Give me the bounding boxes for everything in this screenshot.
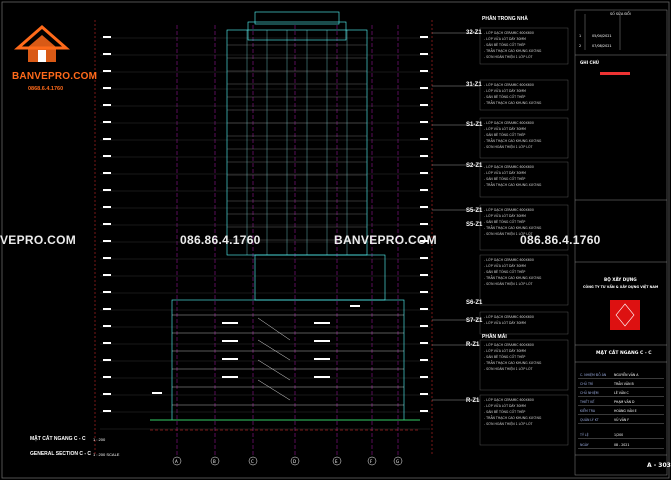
note-row: - SƠN HOÀN THIỆN 1 LỚP LÓT <box>484 367 533 371</box>
revision-no: 2 <box>579 44 582 48</box>
grid-label-g: G <box>396 459 400 464</box>
revision-no: 1 <box>579 34 582 38</box>
note-row: - SƠN HOÀN THIỆN 1 LỚP LÓT <box>484 55 533 59</box>
note-row: - LỚP GẠCH CERAMIC 600X600 <box>484 258 534 262</box>
level-tag-7: S6-Z1 <box>466 300 483 306</box>
brand-phone: 0868.6.4.1760 <box>28 86 64 92</box>
sheet-title: MẶT CẮT NGANG C - C <box>596 351 652 356</box>
level-tag-9: R-Z1 <box>466 342 480 348</box>
note-row: - LỚP VỮA LÓT DÀY 30MM <box>484 321 526 325</box>
drawing-title-vn: MẶT CẮT NGANG C - C <box>30 436 86 442</box>
grid-label-a: A <box>175 459 178 464</box>
note-row: - SÀN BÊ TÔNG CỐT THÉP <box>484 43 526 47</box>
watermark-3: BANVEPRO.COM <box>334 233 437 247</box>
note-row: - TRẦN THẠCH CAO KHUNG XƯƠNG <box>484 276 542 280</box>
watermark-4: 086.86.4.1760 <box>520 233 601 247</box>
note-row: - SÀN BÊ TÔNG CỐT THÉP <box>484 270 526 274</box>
level-tag-2: 31-Z1 <box>466 82 482 88</box>
level-tag-3: S1-Z1 <box>466 122 483 128</box>
note-row: - SƠN HOÀN THIỆN 1 LỚP LÓT <box>484 422 533 426</box>
revision-date: 05/04/2021 <box>592 34 612 38</box>
watermark-2: 086.86.4.1760 <box>180 233 261 247</box>
drawing-scale-vn: 1 : 200 <box>93 437 106 442</box>
note-row: - LỚP GẠCH CERAMIC 600X600 <box>484 398 534 402</box>
note-row: - TRẦN THẠCH CAO KHUNG XƯƠNG <box>484 183 542 187</box>
grid-label-f: F <box>370 459 373 464</box>
note-row: - TRẦN THẠCH CAO KHUNG XƯƠNG <box>484 139 542 143</box>
note-row: - LỚP VỮA LÓT DÀY 30MM <box>484 37 526 41</box>
note-row: - LỚP VỮA LÓT DÀY 30MM <box>484 127 526 131</box>
note-row: - LỚP GẠCH CERAMIC 600X600 <box>484 208 534 212</box>
note-row: - LỚP GẠCH CERAMIC 600X600 <box>484 83 534 87</box>
note-row: - SÀN BÊ TÔNG CỐT THÉP <box>484 410 526 414</box>
note-row: - SÀN BÊ TÔNG CỐT THÉP <box>484 133 526 137</box>
note-row: - LỚP GẠCH CERAMIC 600X600 <box>484 315 534 319</box>
revision-date: 07/08/2021 <box>592 44 612 48</box>
grid-label-e: E <box>335 459 338 464</box>
note-row: - LỚP GẠCH CERAMIC 600X600 <box>484 31 534 35</box>
level-tag-4: S2-Z1 <box>466 163 483 169</box>
note-row: - LỚP GẠCH CERAMIC 600X600 <box>484 121 534 125</box>
level-tag-8: S7-Z1 <box>466 318 483 324</box>
note-row: - LỚP VỮA LÓT DÀY 30MM <box>484 214 526 218</box>
notes-header-interior: PHẦN TRONG NHÀ <box>482 16 528 22</box>
note-row: - SÀN BÊ TÔNG CỐT THÉP <box>484 355 526 359</box>
note-row: - TRẦN THẠCH CAO KHUNG XƯƠNG <box>484 416 542 420</box>
level-tag-6: S5-Z1 <box>466 222 483 228</box>
level-tag-1: 32-Z1 <box>466 30 482 36</box>
note-row: - TRẦN THẠCH CAO KHUNG XƯƠNG <box>484 361 542 365</box>
note-row: - LỚP GẠCH CERAMIC 600X600 <box>484 165 534 169</box>
grid-label-b: B <box>213 459 216 464</box>
note-row: - SÀN BÊ TÔNG CỐT THÉP <box>484 95 526 99</box>
note-row: - SƠN HOÀN THIỆN 1 LỚP LÓT <box>484 282 533 286</box>
drawing-scale-en: 1 : 200 SCALE <box>93 452 120 457</box>
note-row: - LỚP VỮA LÓT DÀY 30MM <box>484 349 526 353</box>
notes-section-title: GHI CHÚ <box>580 60 600 65</box>
note-row: - TRẦN THẠCH CAO KHUNG XƯƠNG <box>484 49 542 53</box>
note-row: - LỚP GẠCH CERAMIC 600X600 <box>484 343 534 347</box>
sheet-number: A - 303 <box>647 462 671 469</box>
drawing-title-en: GENERAL SECTION C - C <box>30 451 92 457</box>
note-row: - SƠN HOÀN THIỆN 1 LỚP LÓT <box>484 145 533 149</box>
grid-label-d: D <box>293 459 297 464</box>
watermark-1: VEPRO.COM <box>0 233 77 247</box>
grid-label-c: C <box>251 459 254 464</box>
note-row: - SƠN HOÀN THIỆN 1 LỚP LÓT <box>484 232 533 236</box>
client-name: BỘ XÂY DỰNG <box>604 277 637 282</box>
revision-header: SỐ SỬA ĐỔI <box>610 12 631 16</box>
note-row: - LỚP VỮA LÓT DÀY 30MM <box>484 171 526 175</box>
note-row: - SÀN BÊ TÔNG CỐT THÉP <box>484 220 526 224</box>
level-tag-10: R-Z1 <box>466 398 480 404</box>
note-row: - TRẦN THẠCH CAO KHUNG XƯƠNG <box>484 226 542 230</box>
notes-header-roof: PHẦN MÁI <box>482 334 507 340</box>
brand-logo-text: BANVEPRO.COM <box>12 71 98 82</box>
note-row: - TRẦN THẠCH CAO KHUNG XƯƠNG <box>484 101 542 105</box>
note-row: - LỚP VỮA LÓT DÀY 30MM <box>484 264 526 268</box>
company-name: CÔNG TY TƯ VẤN & XÂY DỰNG VIỆT NAM <box>583 285 659 289</box>
note-row: - LỚP VỮA LÓT DÀY 30MM <box>484 404 526 408</box>
level-tag-5: S5-Z1 <box>466 208 483 214</box>
note-row: - SÀN BÊ TÔNG CỐT THÉP <box>484 177 526 181</box>
note-row: - LỚP VỮA LÓT DÀY 30MM <box>484 89 526 93</box>
